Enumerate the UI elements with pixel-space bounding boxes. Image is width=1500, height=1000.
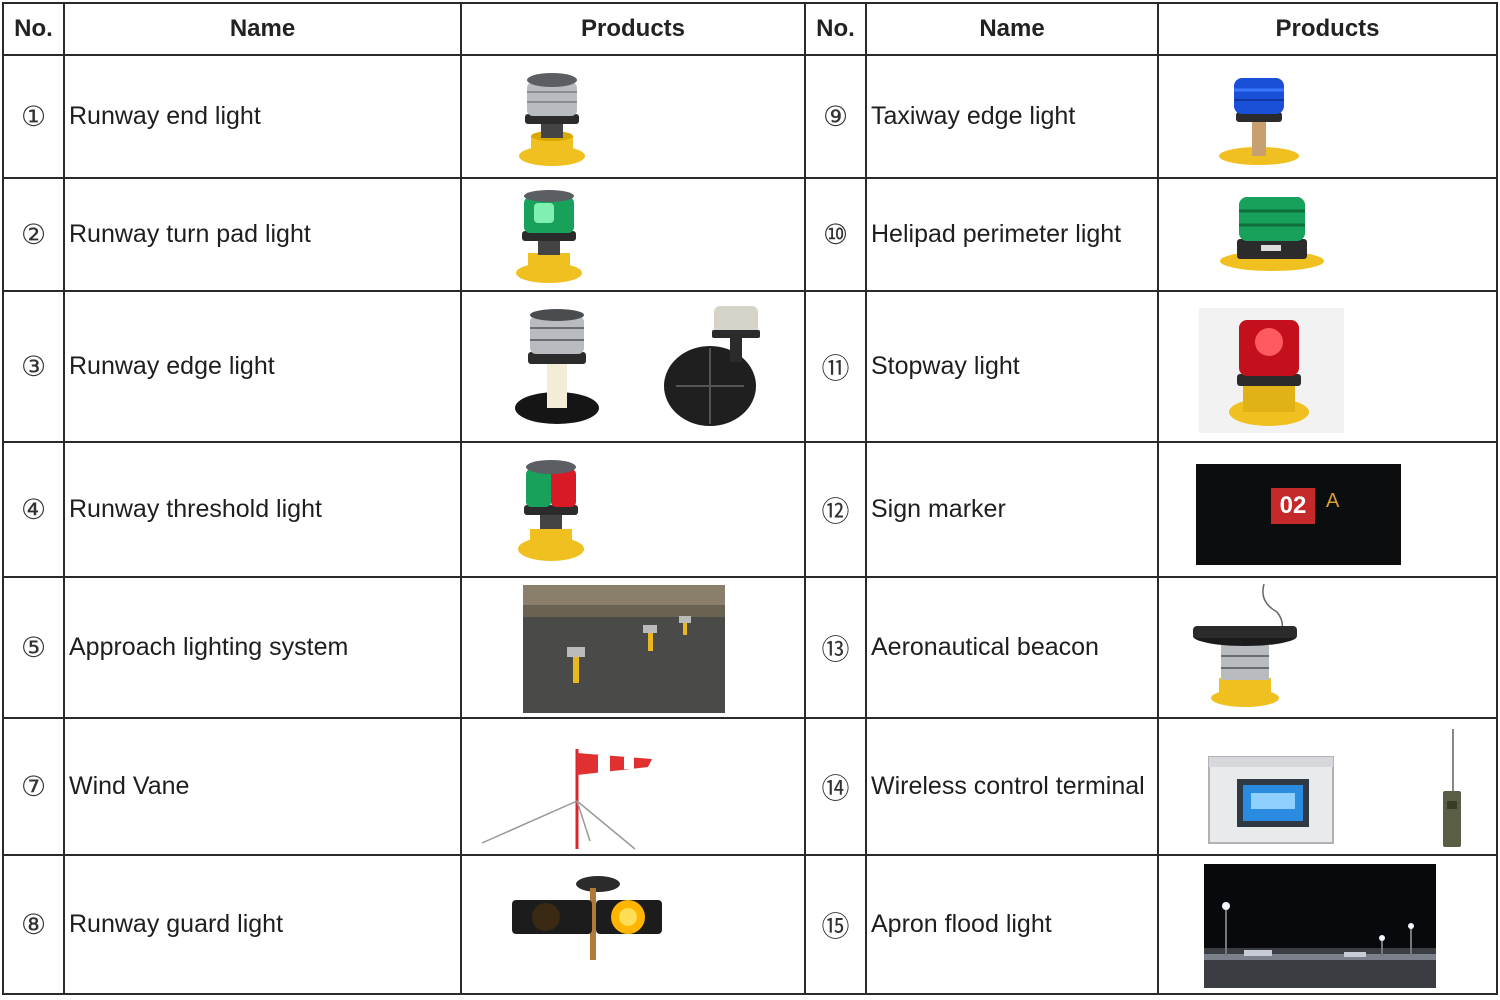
table-row: ④ Runway threshold light ⑫ Sign marker 0… bbox=[2, 441, 1498, 578]
product-cell bbox=[460, 290, 806, 443]
item-name: Apron flood light bbox=[865, 854, 1159, 995]
item-name: Approach lighting system bbox=[63, 576, 462, 719]
product-cell bbox=[1157, 177, 1498, 292]
red-green-light-image bbox=[518, 460, 584, 561]
item-number: ⑬ bbox=[804, 576, 867, 719]
product-cell bbox=[460, 854, 806, 995]
night-apron-photo bbox=[1204, 864, 1436, 988]
header-products: Products bbox=[1157, 2, 1498, 56]
clear-light-on-pole-image bbox=[515, 309, 599, 424]
item-number: ⑩ bbox=[804, 177, 867, 292]
clear-solar-light-image bbox=[519, 73, 585, 166]
item-name: Runway end light bbox=[63, 54, 462, 179]
product-cell bbox=[1157, 576, 1498, 719]
item-number: ⑫ bbox=[804, 441, 867, 578]
sign-marker-number: 02 bbox=[1271, 488, 1315, 524]
table-row: ⑦ Wind Vane ⑭ Wireless control terminal bbox=[2, 717, 1498, 856]
green-solar-light-image bbox=[516, 190, 582, 283]
item-name: Wireless control terminal bbox=[865, 717, 1159, 856]
product-cell bbox=[460, 177, 806, 292]
sign-marker-letter: A bbox=[1326, 490, 1340, 512]
table-row: ⑤ Approach lighting system ⑬ Aeronautica… bbox=[2, 576, 1498, 719]
antenna-remote-image bbox=[1443, 729, 1461, 847]
header-no: No. bbox=[804, 2, 867, 56]
item-number: ⑨ bbox=[804, 54, 867, 179]
table-row: ① Runway end light ⑨ Taxiway edge light bbox=[2, 54, 1498, 179]
item-number: ① bbox=[2, 54, 65, 179]
product-cell bbox=[1157, 854, 1498, 995]
item-number: ④ bbox=[2, 441, 65, 578]
item-name: Sign marker bbox=[865, 441, 1159, 578]
product-cell bbox=[460, 576, 806, 719]
beacon-light-image bbox=[1193, 583, 1297, 707]
item-name: Runway edge light bbox=[63, 290, 462, 443]
header-name: Name bbox=[63, 2, 462, 56]
green-light-image bbox=[1220, 197, 1324, 271]
windsock-image bbox=[481, 749, 652, 850]
item-name: Wind Vane bbox=[63, 717, 462, 856]
header-row: No. Name Products No. Name Products bbox=[2, 2, 1498, 56]
product-cell bbox=[1157, 54, 1498, 179]
item-number: ② bbox=[2, 177, 65, 292]
product-cell bbox=[1157, 290, 1498, 443]
header-name: Name bbox=[865, 2, 1159, 56]
item-number: ⑧ bbox=[2, 854, 65, 995]
item-number: ⑮ bbox=[804, 854, 867, 995]
item-name: Taxiway edge light bbox=[865, 54, 1159, 179]
item-name: Aeronautical beacon bbox=[865, 576, 1159, 719]
product-cell: 02 A bbox=[1157, 441, 1498, 578]
table-row: ⑧ Runway guard light ⑮ Apron flood light bbox=[2, 854, 1498, 995]
twin-amber-lights-image bbox=[512, 876, 662, 960]
header-no: No. bbox=[2, 2, 65, 56]
product-cell bbox=[460, 441, 806, 578]
red-light-image bbox=[1199, 308, 1344, 433]
item-name: Runway threshold light bbox=[63, 441, 462, 578]
product-cell bbox=[1157, 717, 1498, 856]
item-number: ⑦ bbox=[2, 717, 65, 856]
item-number: ③ bbox=[2, 290, 65, 443]
item-name: Stopway light bbox=[865, 290, 1159, 443]
item-number: ⑭ bbox=[804, 717, 867, 856]
product-cell bbox=[460, 717, 806, 856]
item-number: ⑪ bbox=[804, 290, 867, 443]
item-number: ⑤ bbox=[2, 576, 65, 719]
sign-marker-photo: 02 A bbox=[1196, 464, 1401, 565]
item-name: Runway turn pad light bbox=[63, 177, 462, 292]
light-with-solar-panel-image bbox=[664, 306, 760, 426]
table-row: ② Runway turn pad light ⑩ Helipad perime… bbox=[2, 177, 1498, 292]
item-name: Helipad perimeter light bbox=[865, 177, 1159, 292]
field-lights-photo bbox=[523, 585, 725, 713]
control-box-image bbox=[1208, 756, 1334, 844]
item-name: Runway guard light bbox=[63, 854, 462, 995]
header-products: Products bbox=[460, 2, 806, 56]
table-row: ③ Runway edge light ⑪ Stopway lig bbox=[2, 290, 1498, 443]
blue-light-image bbox=[1219, 78, 1299, 165]
product-cell bbox=[460, 54, 806, 179]
